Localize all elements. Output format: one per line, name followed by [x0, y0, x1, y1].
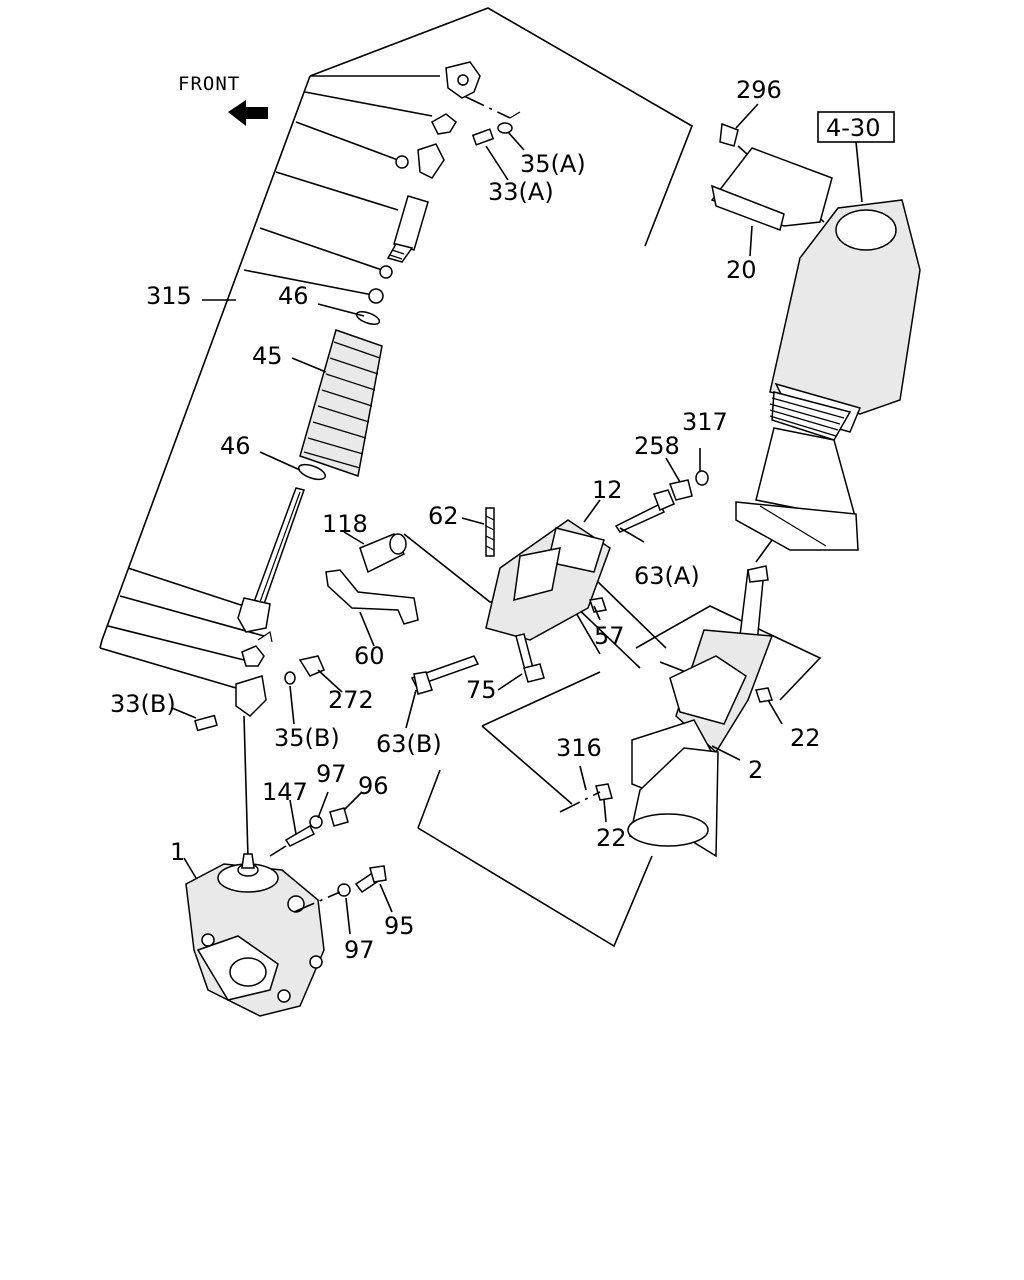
label-97-top: 97 — [316, 760, 347, 788]
label-315: 315 — [146, 282, 192, 310]
label-45: 45 — [252, 342, 283, 370]
label-258: 258 — [634, 432, 680, 460]
boot-45-drawing — [299, 329, 383, 477]
label-57: 57 — [594, 622, 625, 650]
upper-shaft-group — [99, 7, 693, 859]
label-62: 62 — [428, 502, 459, 530]
label-46-top: 46 — [278, 282, 309, 310]
label-46-bottom: 46 — [220, 432, 251, 460]
label-272: 272 — [328, 686, 374, 714]
label-63a: 63(A) — [634, 562, 700, 590]
label-63b: 63(B) — [376, 730, 442, 758]
label-33b: 33(B) — [110, 690, 176, 718]
label-20: 20 — [726, 256, 757, 284]
leader-lines — [171, 103, 783, 935]
label-96: 96 — [358, 772, 389, 800]
front-label: FRONT — [178, 73, 240, 95]
label-316: 316 — [556, 734, 602, 762]
label-95: 95 — [384, 912, 415, 940]
front-arrow-icon — [228, 100, 268, 126]
label-22-right: 22 — [790, 724, 821, 752]
label-22-low: 22 — [596, 824, 627, 852]
callout-labels: 4-30 296 20 35(A) 33(A) 315 46 45 46 317… — [110, 76, 880, 964]
ref-box-label: 4-30 — [826, 114, 880, 142]
label-35b: 35(B) — [274, 724, 340, 752]
shift-tower-group — [710, 111, 921, 551]
pump-group — [185, 807, 387, 1017]
label-33a: 33(A) — [488, 178, 554, 206]
column-group — [417, 539, 774, 948]
label-35a: 35(A) — [520, 150, 586, 178]
label-147: 147 — [262, 778, 308, 806]
label-2: 2 — [748, 756, 763, 784]
label-296: 296 — [736, 76, 782, 104]
label-75: 75 — [466, 676, 497, 704]
bracket-group — [325, 470, 822, 805]
label-317: 317 — [682, 408, 728, 436]
label-60: 60 — [354, 642, 385, 670]
label-118: 118 — [322, 510, 368, 538]
label-1: 1 — [170, 838, 185, 866]
label-97-low: 97 — [344, 936, 375, 964]
label-12: 12 — [592, 476, 623, 504]
